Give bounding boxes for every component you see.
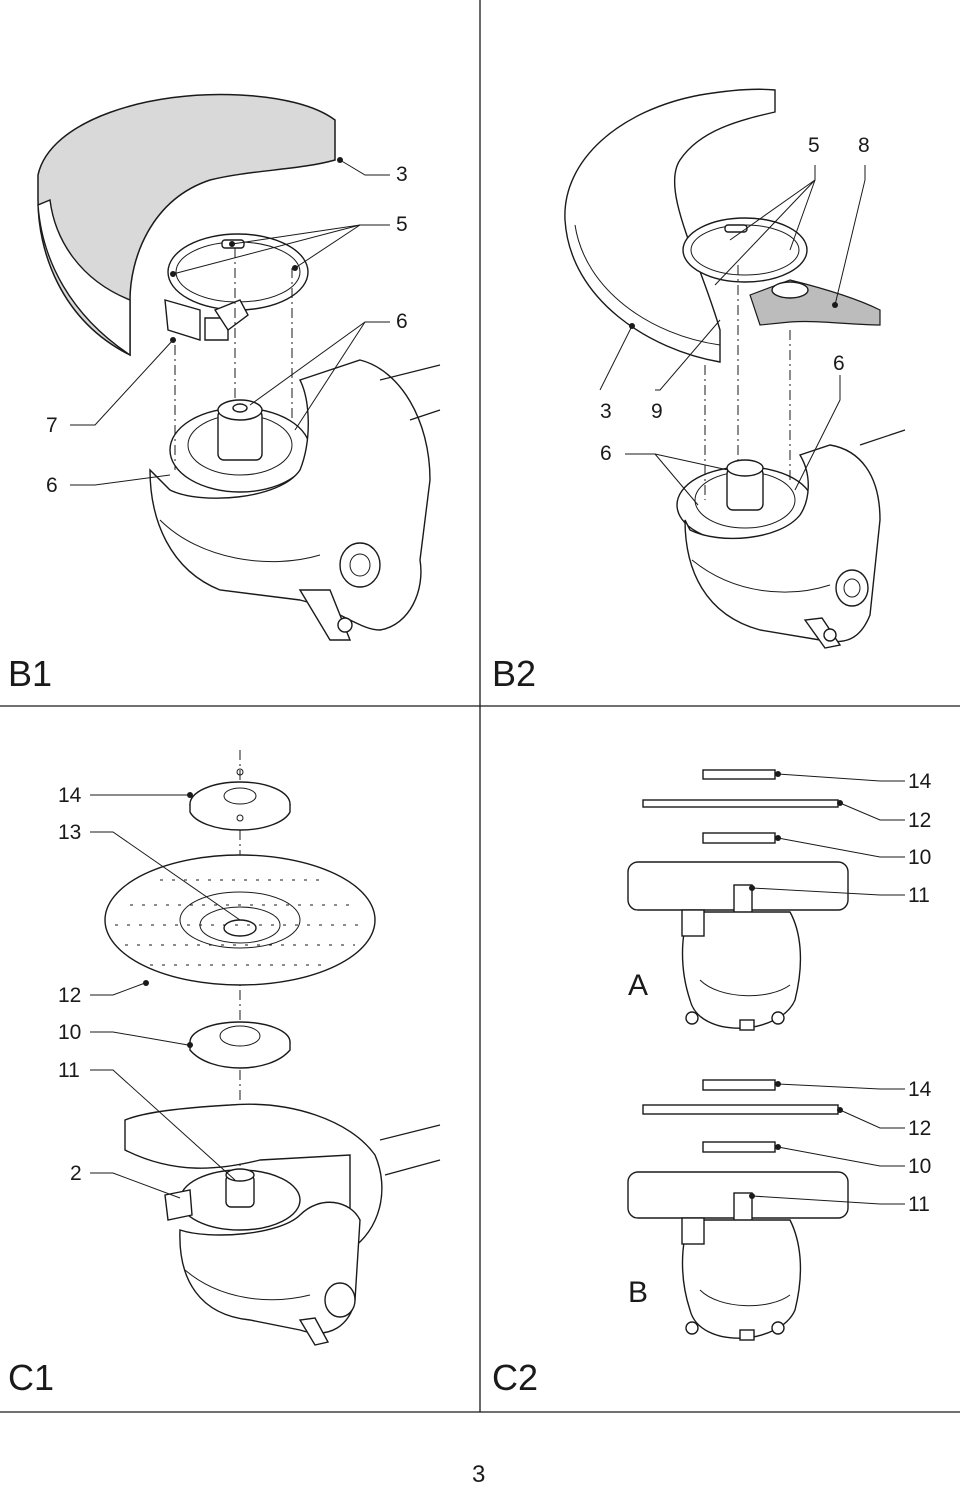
callout-9: 9 bbox=[651, 400, 663, 423]
panel-label-c1: C1 bbox=[8, 1357, 54, 1398]
callout-6-lower: 6 bbox=[46, 474, 58, 497]
callout-3: 3 bbox=[600, 400, 612, 423]
callout-5: 5 bbox=[808, 134, 820, 157]
callout-12-b: 12 bbox=[908, 1117, 931, 1140]
wheel-guard bbox=[564, 88, 776, 363]
guard-lever bbox=[749, 279, 881, 326]
page-number: 3 bbox=[472, 1461, 485, 1488]
lock-nut bbox=[189, 768, 291, 831]
callout-6-lower: 6 bbox=[600, 442, 612, 465]
callout-10: 10 bbox=[58, 1021, 81, 1044]
callout-5: 5 bbox=[396, 213, 408, 236]
sub-label-a: A bbox=[628, 969, 648, 1002]
callout-11-b: 11 bbox=[908, 1193, 930, 1216]
panel-label-b1: B1 bbox=[8, 653, 52, 694]
callout-14-a: 14 bbox=[908, 770, 932, 793]
callout-14-b: 14 bbox=[908, 1078, 932, 1101]
panel-c2: 14 12 10 11 A 14 12 10 11 B C2 bbox=[492, 769, 932, 1398]
callout-6: 6 bbox=[396, 310, 408, 333]
panel-label-b2: B2 bbox=[492, 653, 536, 694]
panel-b2: 5 8 6 3 9 6 B2 bbox=[492, 88, 906, 694]
panel-grid bbox=[0, 0, 960, 1413]
panel-b1: 3 5 6 7 6 B1 bbox=[8, 93, 441, 694]
callout-7: 7 bbox=[46, 414, 58, 437]
callout-12: 12 bbox=[58, 984, 81, 1007]
callout-11-a: 11 bbox=[908, 884, 930, 907]
panel-c1: 14 13 12 10 11 2 C1 bbox=[8, 750, 441, 1398]
gearbox-body bbox=[149, 359, 431, 631]
gearbox-body bbox=[684, 444, 881, 643]
callout-2: 2 bbox=[70, 1162, 82, 1185]
callout-8: 8 bbox=[858, 134, 870, 157]
wheel-guard bbox=[37, 93, 336, 357]
panel-label-c2: C2 bbox=[492, 1357, 538, 1398]
assembly-b bbox=[627, 1079, 849, 1341]
callout-14: 14 bbox=[58, 784, 82, 807]
callout-10-b: 10 bbox=[908, 1155, 931, 1178]
callout-12-a: 12 bbox=[908, 809, 931, 832]
callout-3: 3 bbox=[396, 163, 408, 186]
inner-flange bbox=[189, 1021, 291, 1069]
callout-6: 6 bbox=[833, 352, 845, 375]
callout-13: 13 bbox=[58, 821, 81, 844]
wheel-guard bbox=[124, 1103, 383, 1252]
callout-11: 11 bbox=[58, 1059, 80, 1082]
callout-10-a: 10 bbox=[908, 846, 931, 869]
sub-label-b: B bbox=[628, 1276, 648, 1309]
assembly-a bbox=[627, 769, 849, 1031]
